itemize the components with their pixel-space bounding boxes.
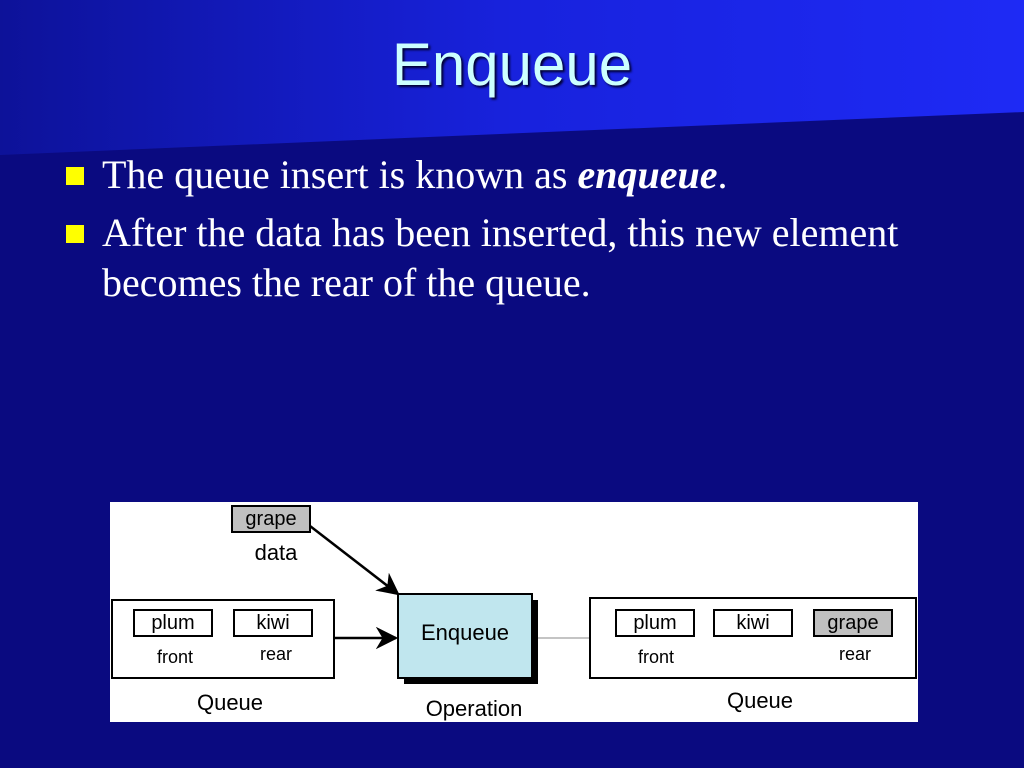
queue-after-item: plum: [633, 612, 676, 634]
queue-before-item-box: [133, 609, 213, 637]
bullet-text: The queue insert is known as: [102, 152, 578, 197]
queue-after-item-box: [615, 609, 695, 637]
slide-title: Enqueue: [391, 31, 633, 98]
queue-after-item-box: [713, 609, 793, 637]
queue-before-label: Queue: [197, 690, 263, 715]
bullet-item: After the data has been inserted, this n…: [62, 208, 942, 308]
queue-after-item: kiwi: [736, 612, 769, 634]
queue-before-front-label: front: [157, 647, 193, 667]
enqueue-diagram: grape data plum kiwi front rear Queue En…: [110, 502, 918, 722]
bullet-text: After the data has been inserted, this n…: [102, 210, 899, 305]
operation-label: Operation: [426, 696, 523, 721]
queue-after-front-label: front: [638, 647, 674, 667]
bullet-list: The queue insert is known as enqueue. Af…: [62, 150, 942, 316]
queue-before-item: kiwi: [256, 612, 289, 634]
queue-after-new-item: grape: [827, 612, 878, 634]
operation-box: [397, 593, 533, 679]
data-item-box: [231, 505, 311, 533]
data-arrow: [309, 525, 400, 596]
queue-before-item-box: [233, 609, 313, 637]
queue-after-rear-label: rear: [839, 644, 871, 664]
queue-before-item: plum: [151, 612, 194, 634]
square-bullet-icon: [66, 225, 84, 243]
queue-before-rear-label: rear: [260, 644, 292, 664]
queue-after-new-item-box: [813, 609, 893, 637]
bullet-text-end: .: [717, 152, 728, 197]
data-label: data: [255, 540, 299, 565]
square-bullet-icon: [66, 167, 84, 185]
title-band: [0, 0, 1024, 155]
diagram-svg: grape data plum kiwi front rear Queue En…: [111, 505, 917, 721]
bullet-item: The queue insert is known as enqueue.: [62, 150, 942, 200]
queue-after-label: Queue: [727, 688, 793, 713]
bullet-emphasis: enqueue: [577, 152, 718, 197]
operation-name: Enqueue: [421, 620, 509, 645]
data-item-text: grape: [245, 508, 296, 530]
